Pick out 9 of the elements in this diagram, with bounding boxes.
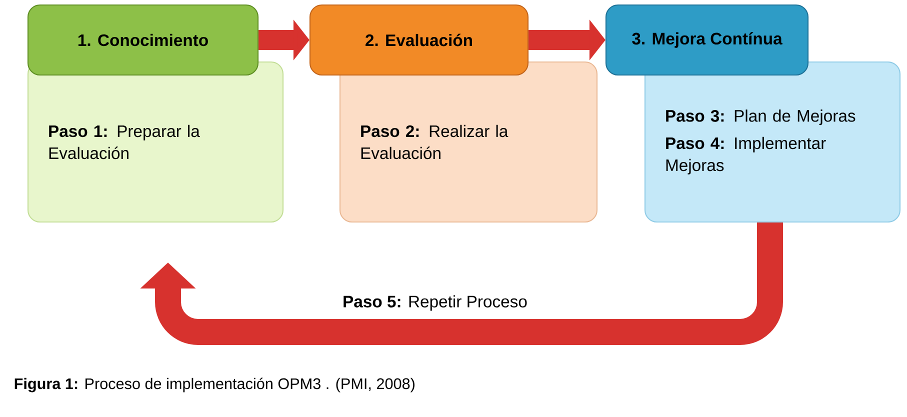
edge-label: Paso 5: Repetir Proceso xyxy=(341,294,529,312)
step-header: 1. Conocimiento xyxy=(27,4,259,76)
step-header: 3. Mejora Contínua xyxy=(605,4,809,76)
step-box: Paso 1: Preparar la Evaluación xyxy=(27,61,284,223)
step-box: Paso 2: Realizar la Evaluación xyxy=(339,61,598,223)
arrow xyxy=(140,222,783,345)
step-header: 2. Evaluación xyxy=(309,4,529,76)
caption: Figura 1: Proceso de implementación OPM3 . (PMI, 2008) xyxy=(14,378,414,392)
step-box: Paso 3: Plan de Mejoras Paso 4: Implementar Mejoras xyxy=(644,61,901,223)
